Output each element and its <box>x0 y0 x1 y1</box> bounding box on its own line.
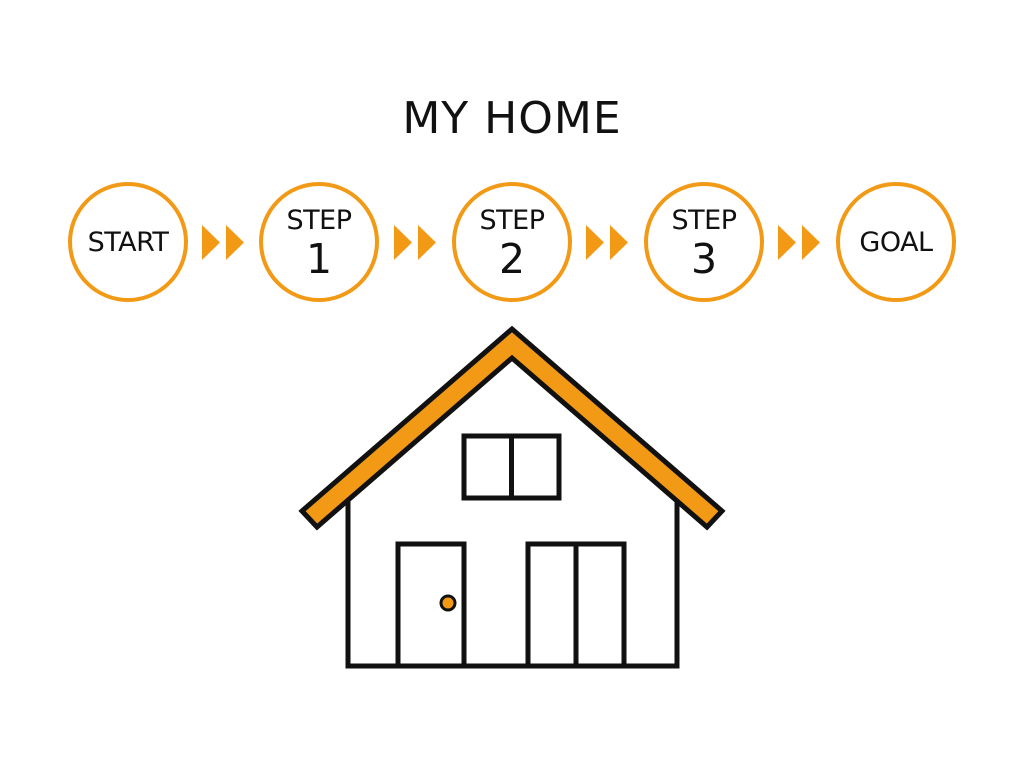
double-chevron-right-icon <box>394 225 436 260</box>
double-chevron-right-icon <box>202 225 244 260</box>
step-1-number: 1 <box>305 235 333 283</box>
house-roof <box>298 325 726 531</box>
step-1-circle: STEP 1 <box>259 182 379 302</box>
step-2-label: STEP <box>479 205 545 236</box>
step-1-label: STEP <box>286 205 352 236</box>
step-2-circle: STEP 2 <box>452 182 572 302</box>
step-2-number: 2 <box>498 235 526 283</box>
step-3-label: STEP <box>671 205 737 236</box>
double-chevron-right-icon <box>586 225 628 260</box>
house-door <box>395 541 467 669</box>
house-window-top <box>461 433 562 501</box>
step-start-circle: START <box>68 182 188 302</box>
step-3-circle: STEP 3 <box>644 182 764 302</box>
step-3-number: 3 <box>690 235 718 283</box>
step-start-label: START <box>87 227 169 258</box>
step-goal-label: GOAL <box>859 227 933 258</box>
house-sliding-window <box>525 541 627 669</box>
door-knob-icon <box>439 594 457 612</box>
page-title: MY HOME <box>402 93 622 144</box>
step-goal-circle: GOAL <box>836 182 956 302</box>
double-chevron-right-icon <box>778 225 820 260</box>
house-body <box>345 500 680 669</box>
